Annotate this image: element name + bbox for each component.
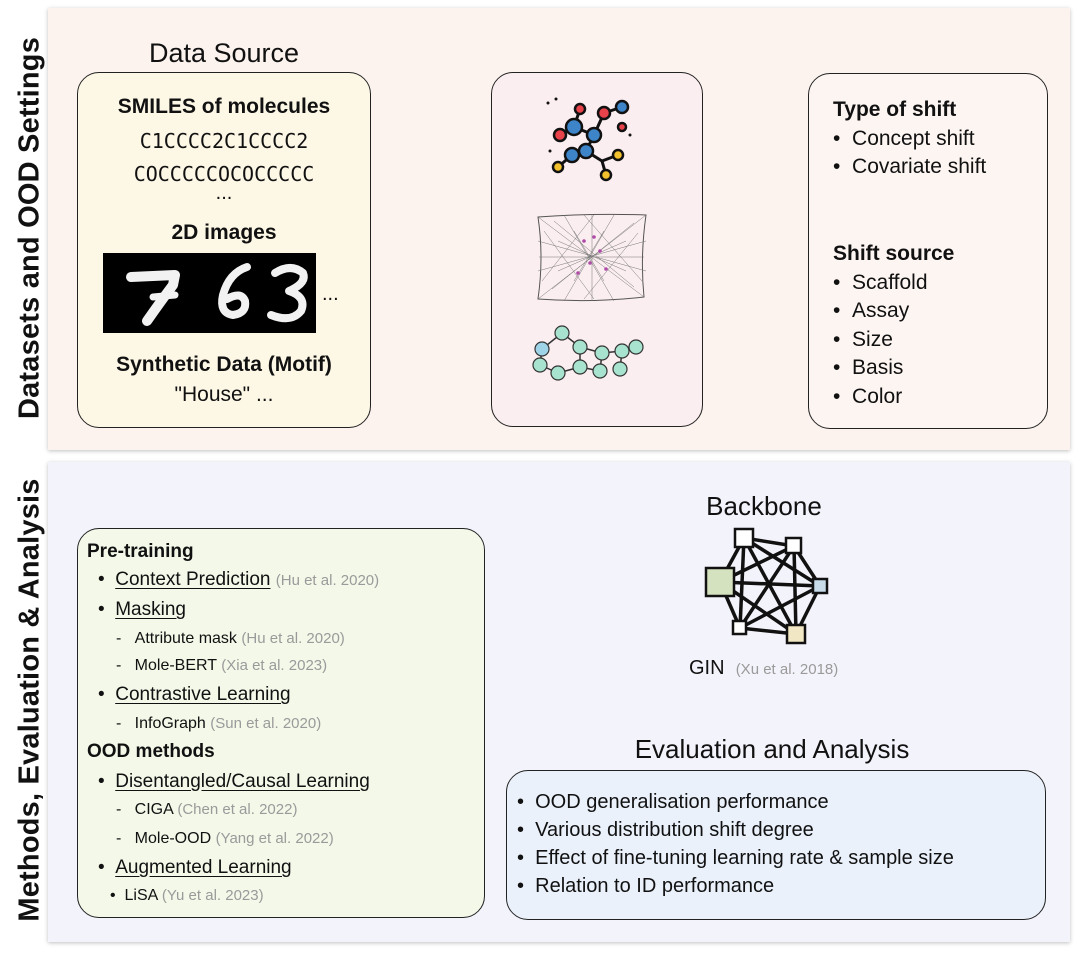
- images-heading: 2D images: [171, 221, 277, 244]
- digit-image-7: [103, 253, 208, 333]
- method-infograph: - InfoGraph (Sun et al. 2020): [116, 715, 322, 732]
- shift-box: Type of shift • Concept shift • Covariat…: [808, 73, 1048, 429]
- side-label-methods: Methods, Evaluation & Analysis: [13, 478, 46, 922]
- method-contrastive: • Contrastive Learning: [98, 684, 291, 705]
- pretraining-heading: Pre-training: [87, 541, 194, 562]
- gin-model-cite: (Xu et al. 2018): [735, 661, 839, 678]
- smiles-ellipsis: ...: [215, 182, 233, 204]
- shift-type-item: • Concept shift: [833, 127, 975, 150]
- evaluation-item: • Various distribution shift degree: [517, 819, 814, 841]
- gin-model-name: GIN: [689, 657, 725, 679]
- method-disentangled: • Disentangled/Causal Learning: [98, 771, 370, 792]
- evaluation-title: Evaluation and Analysis: [634, 734, 910, 764]
- smiles-line-2: COCCCCCOCOCCCCC: [133, 162, 315, 186]
- shift-source-item: • Basis: [833, 356, 904, 379]
- shift-source-heading: Shift source: [833, 242, 955, 265]
- type-of-shift-heading: Type of shift: [833, 98, 957, 121]
- method-lisa: • LiSA (Yu et al. 2023): [110, 887, 264, 904]
- motif-graph-icon: [532, 325, 644, 381]
- method-masking: • Masking: [98, 599, 186, 620]
- ood-methods-heading: OOD methods: [87, 741, 215, 762]
- smiles-heading: SMILES of molecules: [117, 95, 331, 118]
- shift-source-item: • Color: [833, 385, 903, 408]
- images-ellipsis: ...: [322, 283, 339, 305]
- molecule-icon: [546, 97, 632, 182]
- evaluation-item: • Effect of fine-tuning learning rate & …: [517, 847, 954, 869]
- synthetic-example: "House" ...: [174, 383, 274, 406]
- method-ciga: - CIGA (Chen et al. 2022): [116, 801, 298, 818]
- mnist-images: [103, 253, 316, 333]
- evaluation-item: • OOD generalisation performance: [517, 791, 829, 813]
- gin-graph-icon: [704, 527, 829, 645]
- method-augmented: • Augmented Learning: [98, 857, 292, 878]
- method-attribute-mask: - Attribute mask (Hu et al. 2020): [116, 630, 345, 647]
- shift-source-item: • Size: [833, 328, 893, 351]
- method-mole-ood: - Mole-OOD (Yang et al. 2022): [116, 830, 334, 847]
- digit-image-3: [261, 253, 316, 333]
- shift-source-item: • Scaffold: [833, 271, 928, 294]
- method-mole-bert: - Mole-BERT (Xia et al. 2023): [116, 657, 328, 674]
- shift-source-item: • Assay: [833, 299, 910, 322]
- methods-box: Pre-training • Context Prediction (Hu et…: [77, 528, 485, 918]
- shift-type-item: • Covariate shift: [833, 155, 987, 178]
- side-label-datasets: Datasets and OOD Settings: [13, 36, 46, 420]
- digit-image-6: [207, 253, 262, 333]
- gin-model-label: GIN (Xu et al. 2018): [689, 657, 838, 680]
- evaluation-item: • Relation to ID performance: [517, 875, 775, 897]
- graph-illustrations-box: [491, 72, 703, 427]
- dense-network-icon: [537, 213, 647, 302]
- data-source-box: SMILES of molecules C1CCCC2C1CCCC2 COCCC…: [77, 72, 371, 428]
- smiles-line-1: C1CCCC2C1CCCC2: [139, 129, 309, 153]
- method-context-prediction: • Context Prediction (Hu et al. 2020): [98, 569, 380, 590]
- backbone-title: Backbone: [706, 491, 822, 521]
- synthetic-heading: Synthetic Data (Motif): [116, 353, 332, 376]
- evaluation-box: • OOD generalisation performance • Vario…: [506, 770, 1046, 920]
- data-source-title: Data Source: [148, 38, 300, 68]
